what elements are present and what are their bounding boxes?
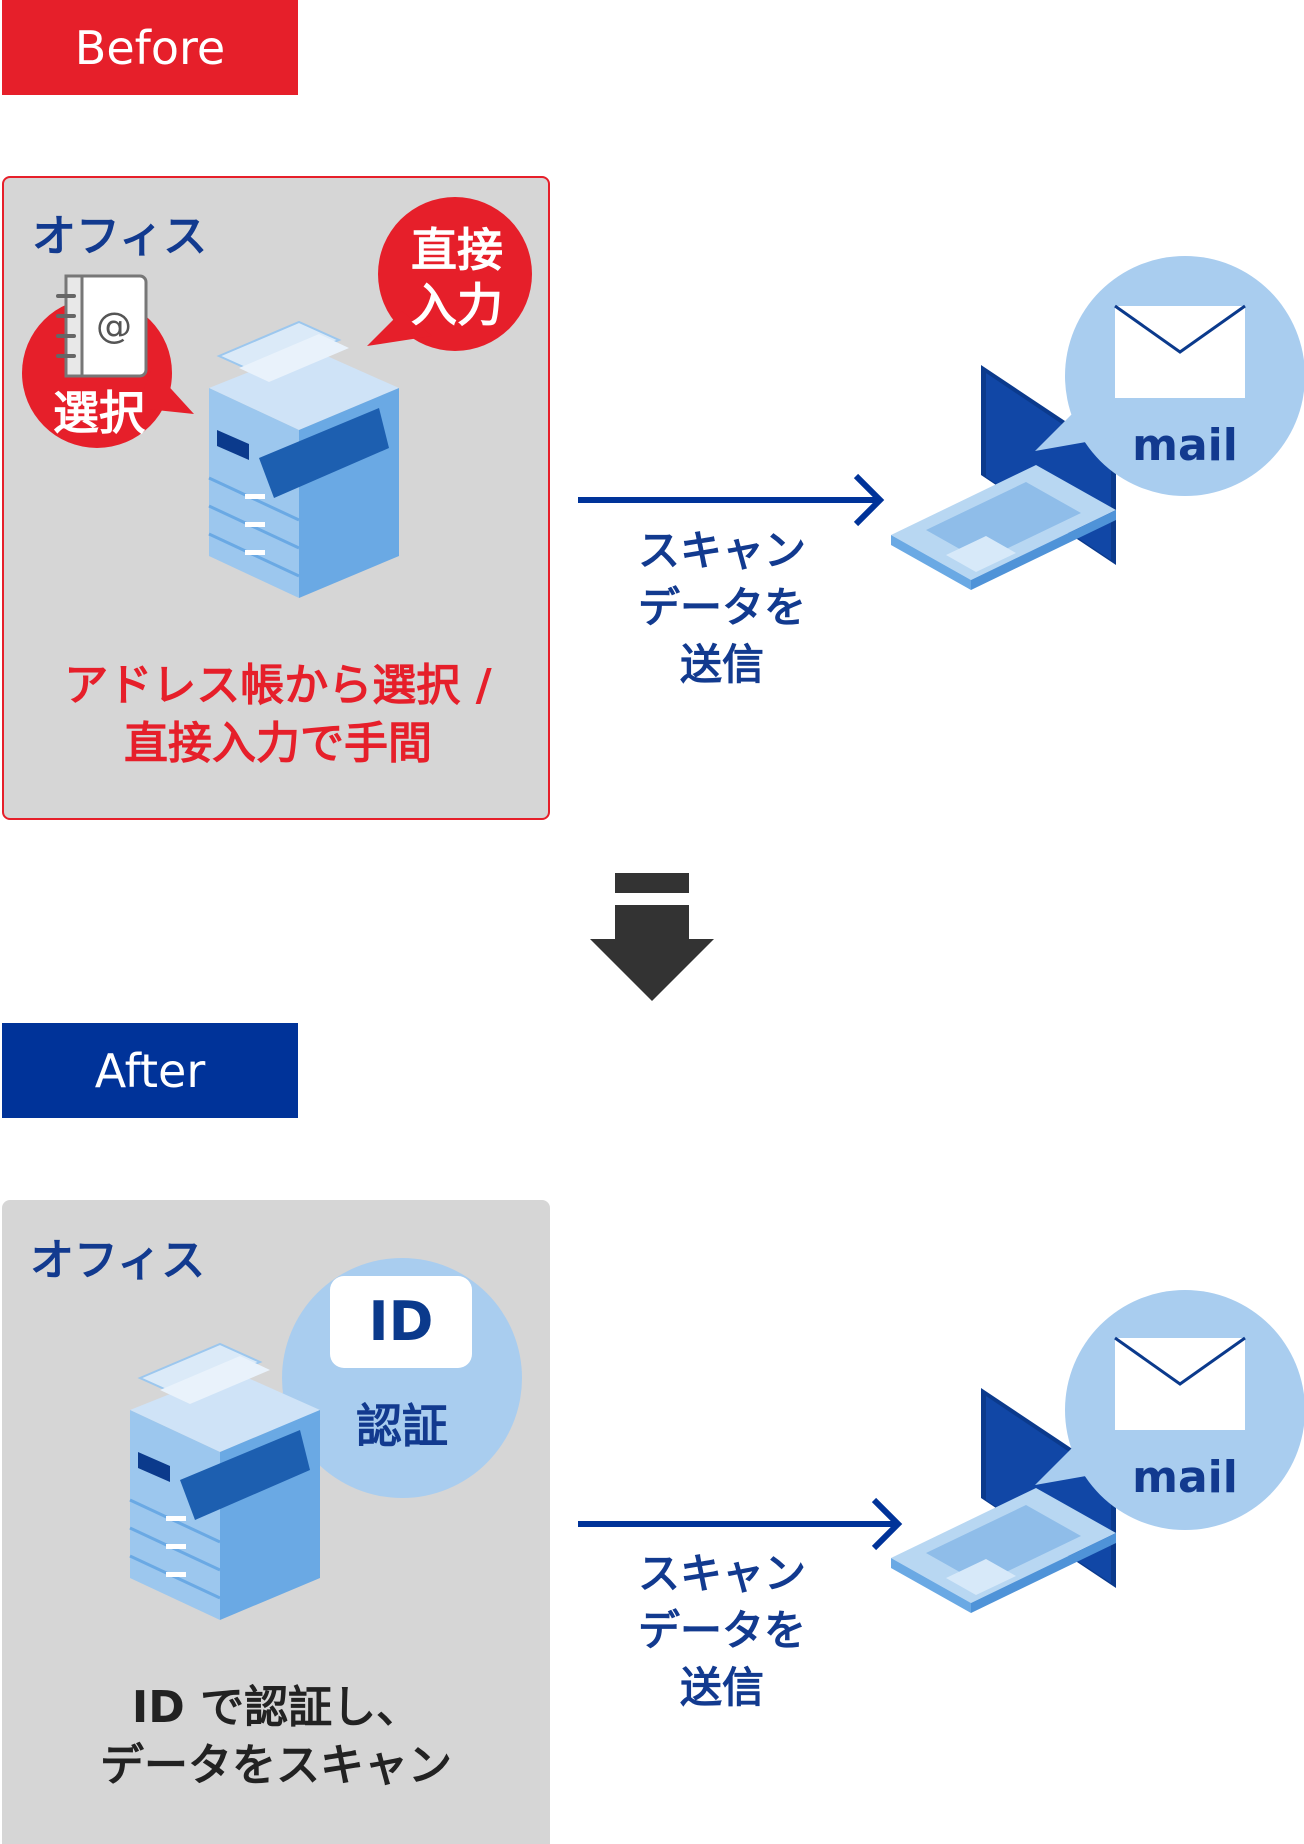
after-send-label-1: スキャン: [637, 1549, 806, 1598]
direct-input-text-1: 直接: [411, 223, 503, 277]
after-send-arrow: [578, 1497, 903, 1551]
select-text: 選択: [53, 386, 145, 440]
before-send-label-3: 送信: [679, 640, 764, 689]
auth-label: 認証: [356, 1399, 448, 1453]
printer-icon-after: [129, 1342, 320, 1620]
before-mail-label: mail: [1132, 420, 1238, 471]
before-send-arrow: [578, 473, 885, 527]
before-caption-1: アドレス帳から選択 /: [64, 660, 492, 711]
address-book-icon: @: [56, 274, 148, 378]
direct-input-bubble: [367, 197, 532, 351]
after-send-label-2: データを: [637, 1606, 806, 1655]
down-arrow-icon: [590, 873, 714, 1001]
before-office-panel: オフィス 直接 入力 @ 選択 アドレス帳から選択 / 直接入: [2, 176, 550, 820]
after-office-panel: オフィス ID 認証 ID で認証し、 データをスキャン: [2, 1200, 550, 1844]
before-caption-2: 直接入力で手間: [124, 718, 432, 769]
before-send-label-1: スキャン: [637, 526, 806, 575]
after-caption-1: ID で認証し、: [131, 1682, 421, 1733]
before-send-label-2: データを: [637, 583, 806, 632]
after-laptop-icon: [891, 1388, 1116, 1613]
before-tag: Before: [2, 0, 298, 95]
after-send-label-3: 送信: [679, 1663, 764, 1712]
after-caption-2: データをスキャン: [100, 1740, 452, 1791]
after-mail-label: mail: [1132, 1452, 1238, 1503]
after-tag: After: [2, 1023, 298, 1118]
before-office-label: オフィス: [32, 211, 208, 262]
after-mail-bubble: [1035, 1290, 1304, 1530]
before-laptop-icon: [891, 365, 1116, 590]
id-badge-text: ID: [368, 1290, 434, 1353]
svg-text:@: @: [96, 306, 132, 347]
after-office-label: オフィス: [30, 1235, 206, 1286]
id-badge: ID: [330, 1276, 472, 1368]
direct-input-text-2: 入力: [411, 278, 503, 332]
before-mail-bubble: [1035, 256, 1304, 496]
printer-icon: [208, 320, 399, 598]
